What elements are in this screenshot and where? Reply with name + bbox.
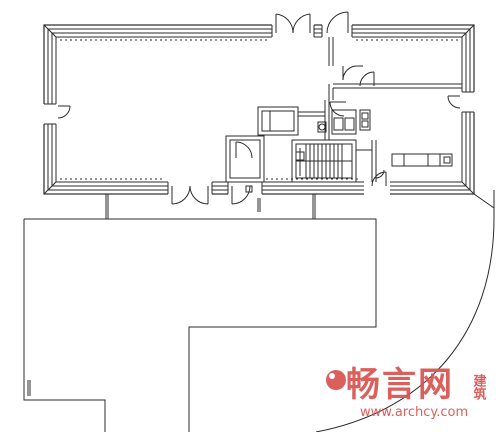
bottom-double-door	[167, 182, 213, 205]
archcy-watermark: 畅言网 建筑 www.archcy.com	[326, 365, 486, 420]
bottom-single-door	[227, 182, 263, 205]
top-single-door	[321, 11, 353, 37]
service-core	[225, 100, 371, 183]
watermark-url: www.archcy.com	[360, 405, 468, 420]
window-sills	[60, 39, 458, 180]
support-posts	[105, 194, 316, 219]
lower-l-block	[23, 218, 377, 432]
building-outer-walls	[43, 24, 475, 195]
right-room-partitions	[328, 37, 462, 100]
watermark-logo-text: 畅言网	[346, 365, 454, 405]
watermark-side-text: 建筑	[471, 373, 487, 401]
left-wall-door	[42, 103, 71, 125]
archcy-logo-icon	[326, 370, 346, 390]
site-boundary	[315, 190, 495, 432]
reception-counter	[391, 153, 453, 167]
staircase	[291, 139, 385, 183]
top-wall-openings	[168, 22, 390, 198]
top-double-door	[271, 13, 315, 37]
right-wall-door	[447, 91, 476, 113]
